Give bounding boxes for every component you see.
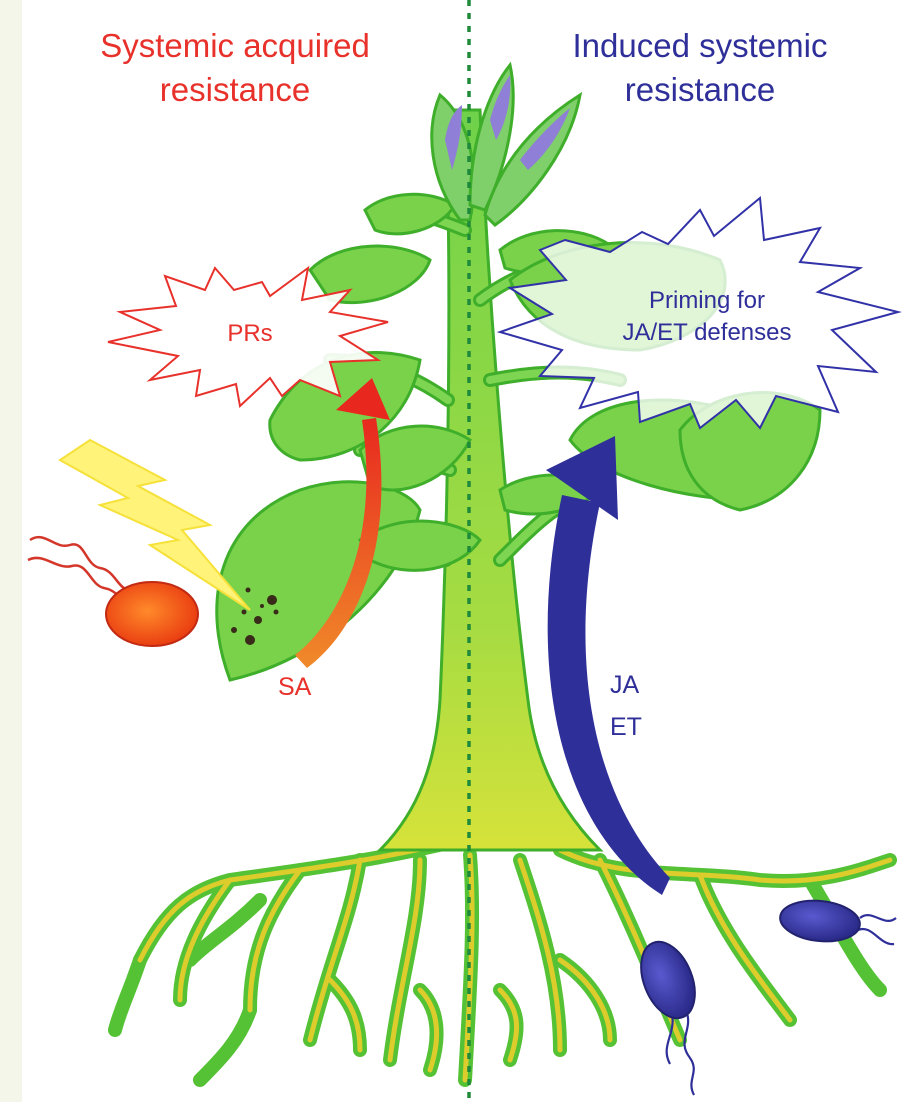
ja-label: JA [610,664,670,706]
sar-title-line2: resistance [60,68,410,112]
sar-title-line1: Systemic acquired [60,24,410,68]
priming-label-line1: Priming for [582,285,832,317]
priming-label-line2: JA/ET defenses [582,317,832,349]
isr-title-line2: resistance [525,68,875,112]
isr-title: Induced systemic resistance [525,24,875,112]
et-label: ET [610,706,670,748]
ja-et-labels: JA ET [610,664,670,748]
priming-label: Priming for JA/ET defenses [582,285,832,349]
prs-label: PRs [200,318,300,350]
sar-title: Systemic acquired resistance [60,24,410,112]
isr-title-line1: Induced systemic [525,24,875,68]
sa-label: SA [278,666,338,708]
